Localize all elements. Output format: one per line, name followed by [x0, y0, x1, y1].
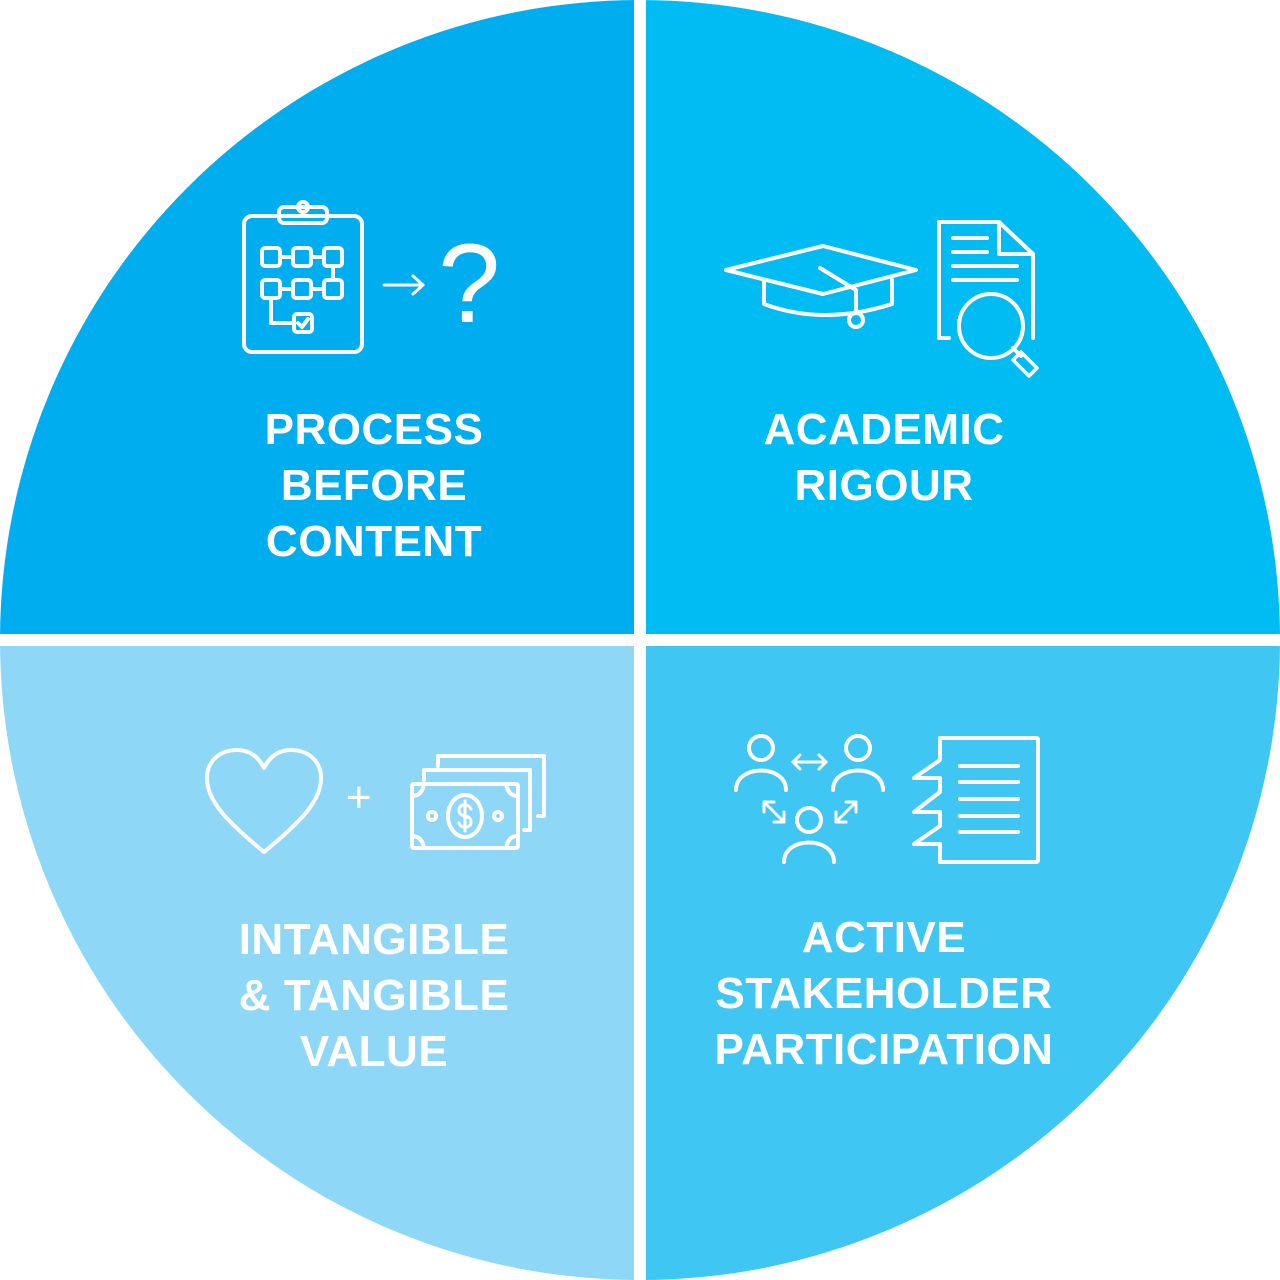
quadrant-label: INTANGIBLE & TANGIBLE VALUE: [174, 912, 574, 1080]
question-mark-icon: ?: [438, 221, 501, 346]
label-line: VALUE: [299, 1027, 449, 1076]
label-line: BEFORE: [280, 461, 468, 510]
label-line: PROCESS: [264, 405, 484, 454]
quadrant-academic-rigour: ACADEMIC RIGOUR: [646, 0, 1280, 634]
speech-document-icon: [912, 736, 1042, 864]
document-search-icon: [937, 220, 1053, 382]
label-line: INTANGIBLE: [238, 915, 510, 964]
arrow-right-icon: [382, 274, 425, 296]
quadrant-label: PROCESS BEFORE CONTENT: [174, 402, 574, 570]
quadrant-process-before-content: ? PROCESS BEFORE CONTENT: [0, 0, 634, 634]
label-line: PARTICIPATION: [714, 1025, 1054, 1074]
label-line: ACTIVE: [801, 913, 967, 962]
quadrant-label: ACADEMIC RIGOUR: [684, 402, 1084, 514]
people-exchange-icon: [734, 734, 888, 868]
money-bills-icon: [410, 754, 546, 850]
label-line: ACADEMIC: [763, 405, 1005, 454]
quadrant-label: ACTIVE STAKEHOLDER PARTICIPATION: [684, 910, 1084, 1078]
label-line: RIGOUR: [794, 461, 974, 510]
label-line: CONTENT: [265, 517, 483, 566]
quadrant-active-stakeholder-participation: ACTIVE STAKEHOLDER PARTICIPATION: [646, 646, 1280, 1280]
plus-icon: +: [346, 773, 372, 822]
quadrant-intangible-tangible-value: + INTANGIBLE & TANGIBLE VALUE: [0, 646, 634, 1280]
label-line: & TANGIBLE: [238, 971, 510, 1020]
label-line: STAKEHOLDER: [715, 969, 1053, 1018]
clipboard-flowchart-icon: [242, 200, 364, 355]
heart-icon: [205, 748, 323, 854]
graduation-cap-icon: [724, 244, 920, 330]
